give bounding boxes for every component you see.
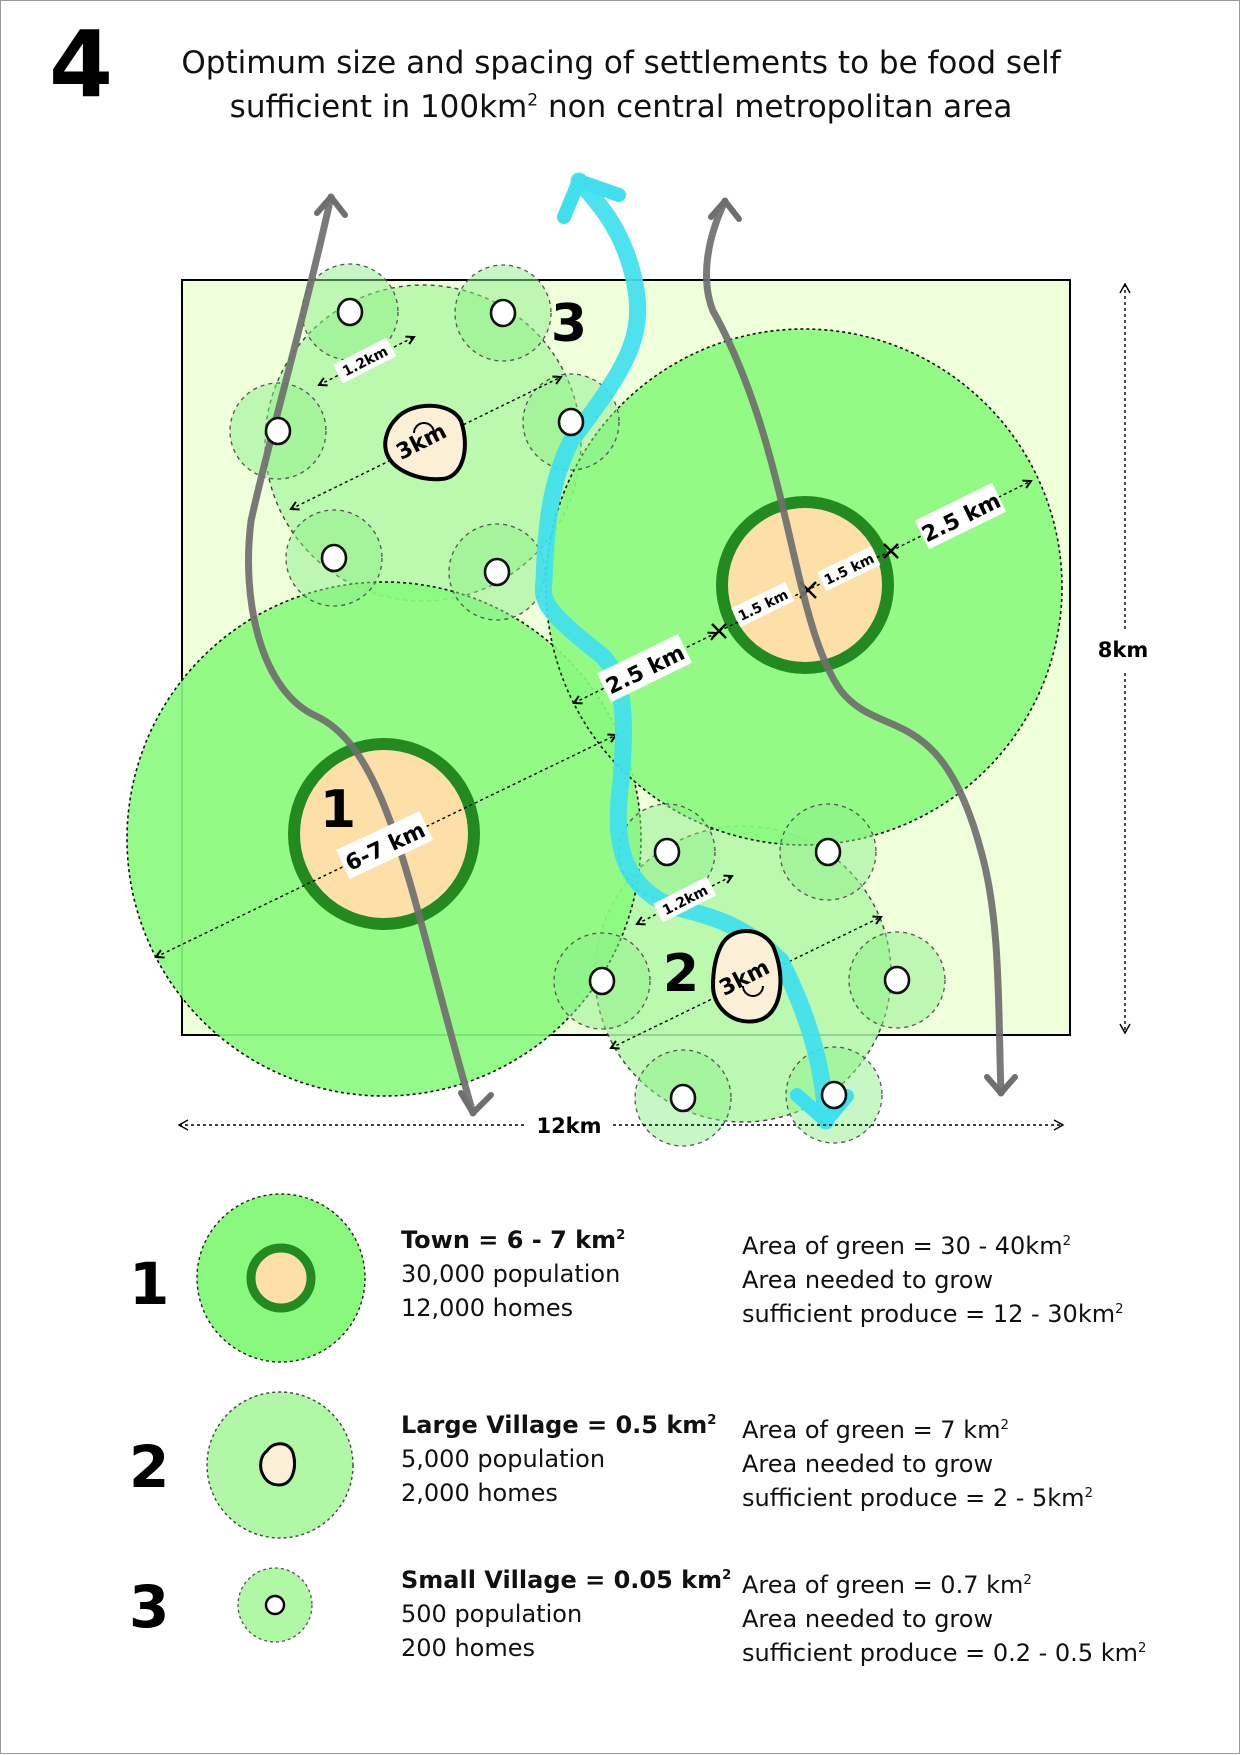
- large-village-core-3: [383, 403, 467, 482]
- legend-town-areas: Area of green = 30 - 40km2 Area needed t…: [742, 1229, 1124, 1331]
- roads: [245, 193, 1005, 1117]
- title-line-2-text: sufficient in 100km: [229, 89, 528, 126]
- legend-small-village-description: Small Village = 0.05 km2 500 population …: [401, 1563, 731, 1665]
- title-superscript: 2: [527, 90, 539, 111]
- legend-town-name: Town = 6 - 7 km2: [401, 1223, 625, 1257]
- legend-small-village-core-icon: [264, 1594, 286, 1616]
- legend-large-village-needed-sup: 2: [1084, 1486, 1093, 1502]
- legend-town-needed-sup: 2: [1115, 1302, 1124, 1318]
- town-diameter-line: [156, 735, 616, 957]
- legend-small-village-needed-area: sufficient produce = 0.2 - 0.5 km2: [742, 1636, 1146, 1670]
- legend-large-village-green-area: Area of green = 7 km2: [742, 1413, 1093, 1447]
- large-village-curl-2: [742, 985, 764, 997]
- legend-large-village-description: Large Village = 0.5 km2 5,000 population…: [401, 1408, 716, 1510]
- legend-large-village-population: 5,000 population: [401, 1445, 606, 1474]
- page-title: Optimum size and spacing of settlements …: [131, 41, 1111, 129]
- legend-small-village-population: 500 population: [401, 1600, 583, 1629]
- legend-large-village-homes: 2,000 homes: [401, 1479, 558, 1508]
- legend-small-village-green-sup: 2: [1023, 1573, 1032, 1588]
- legend-large-village-name-sup: 2: [707, 1413, 717, 1428]
- legend-small-village-areas: Area of green = 0.7 km2 Area needed to g…: [742, 1568, 1146, 1670]
- legend-town-population: 30,000 population: [401, 1260, 621, 1289]
- legend-town-homes: 12,000 homes: [401, 1294, 574, 1323]
- legend-town-green-text: Area of green = 30 - 40km: [742, 1232, 1063, 1260]
- legend-small-village-name-sup: 2: [722, 1568, 732, 1583]
- legend-large-village-needed-area: sufficient produce = 2 - 5km2: [742, 1481, 1093, 1515]
- legend-large-village-name-text: Large Village = 0.5 km: [401, 1411, 708, 1439]
- large-village-curl-3: [413, 422, 435, 434]
- road-east: [703, 197, 1005, 1097]
- title-line-2-end: non central metropolitan area: [538, 89, 1013, 126]
- road-west: [245, 193, 477, 1117]
- legend-small-village-needed-sup: 2: [1138, 1641, 1147, 1657]
- legend-large-village-needed-line1: Area needed to grow: [742, 1450, 994, 1479]
- legend-large-village-areas: Area of green = 7 km2 Area needed to gro…: [742, 1413, 1093, 1515]
- settlement-number-1: 1: [320, 780, 356, 840]
- legend-large-village-name: Large Village = 0.5 km2: [401, 1408, 716, 1442]
- legend-small-village-green-area: Area of green = 0.7 km2: [742, 1568, 1146, 1602]
- legend-small-village-name: Small Village = 0.05 km2: [401, 1563, 731, 1597]
- legend-large-village-green-sup: 2: [1000, 1418, 1009, 1433]
- legend-large-village-green-text: Area of green = 7 km: [742, 1416, 1001, 1444]
- legend-town-green-sup: 2: [1062, 1234, 1071, 1249]
- legend-small-village-green-text: Area of green = 0.7 km: [742, 1571, 1024, 1599]
- legend-large-village-core-icon: [259, 1442, 296, 1487]
- title-line-1: Optimum size and spacing of settlements …: [181, 45, 1061, 81]
- legend-small-village-needed-text: sufficient produce = 0.2 - 0.5 km: [742, 1639, 1138, 1668]
- legend-town-needed-area: sufficient produce = 12 - 30km2: [742, 1297, 1124, 1331]
- legend-town-needed-line1: Area needed to grow: [742, 1266, 994, 1295]
- town-core-2: [716, 496, 894, 674]
- legend-small-village-homes: 200 homes: [401, 1634, 535, 1663]
- title-line-2: sufficient in 100km2 non central metropo…: [131, 85, 1111, 129]
- legend-number-2: 2: [129, 1433, 170, 1501]
- legend-town-core-icon: [246, 1243, 316, 1313]
- settlement-number-3: 3: [551, 294, 587, 354]
- legend-symbols: [196, 1193, 366, 1643]
- height-label: 8km: [1098, 638, 1148, 662]
- small-village-cores: [264, 297, 911, 1113]
- legend-number-1: 1: [129, 1250, 170, 1318]
- legend-large-village-needed-text: sufficient produce = 2 - 5km: [742, 1484, 1085, 1513]
- river-arrowhead-top: [557, 174, 626, 224]
- legend-town-needed-text: sufficient produce = 12 - 30km: [742, 1300, 1116, 1329]
- page-number: 4: [49, 11, 114, 118]
- legend-town-green-area: Area of green = 30 - 40km2: [742, 1229, 1124, 1263]
- map-dimensions: [177, 282, 1131, 1131]
- width-label: 12km: [536, 1114, 601, 1138]
- legend-town-name-text: Town = 6 - 7 km: [401, 1226, 617, 1254]
- legend-town-description: Town = 6 - 7 km2 30,000 population 12,00…: [401, 1223, 625, 1325]
- legend-number-3: 3: [129, 1573, 170, 1641]
- settlement-number-2: 2: [663, 944, 699, 1004]
- road-arrowheads: [314, 194, 1018, 1116]
- legend-small-village-name-text: Small Village = 0.05 km: [401, 1566, 723, 1594]
- legend-small-village-needed-line1: Area needed to grow: [742, 1605, 994, 1634]
- large-village-core-2: [710, 929, 783, 1024]
- legend-town-name-sup: 2: [616, 1228, 626, 1243]
